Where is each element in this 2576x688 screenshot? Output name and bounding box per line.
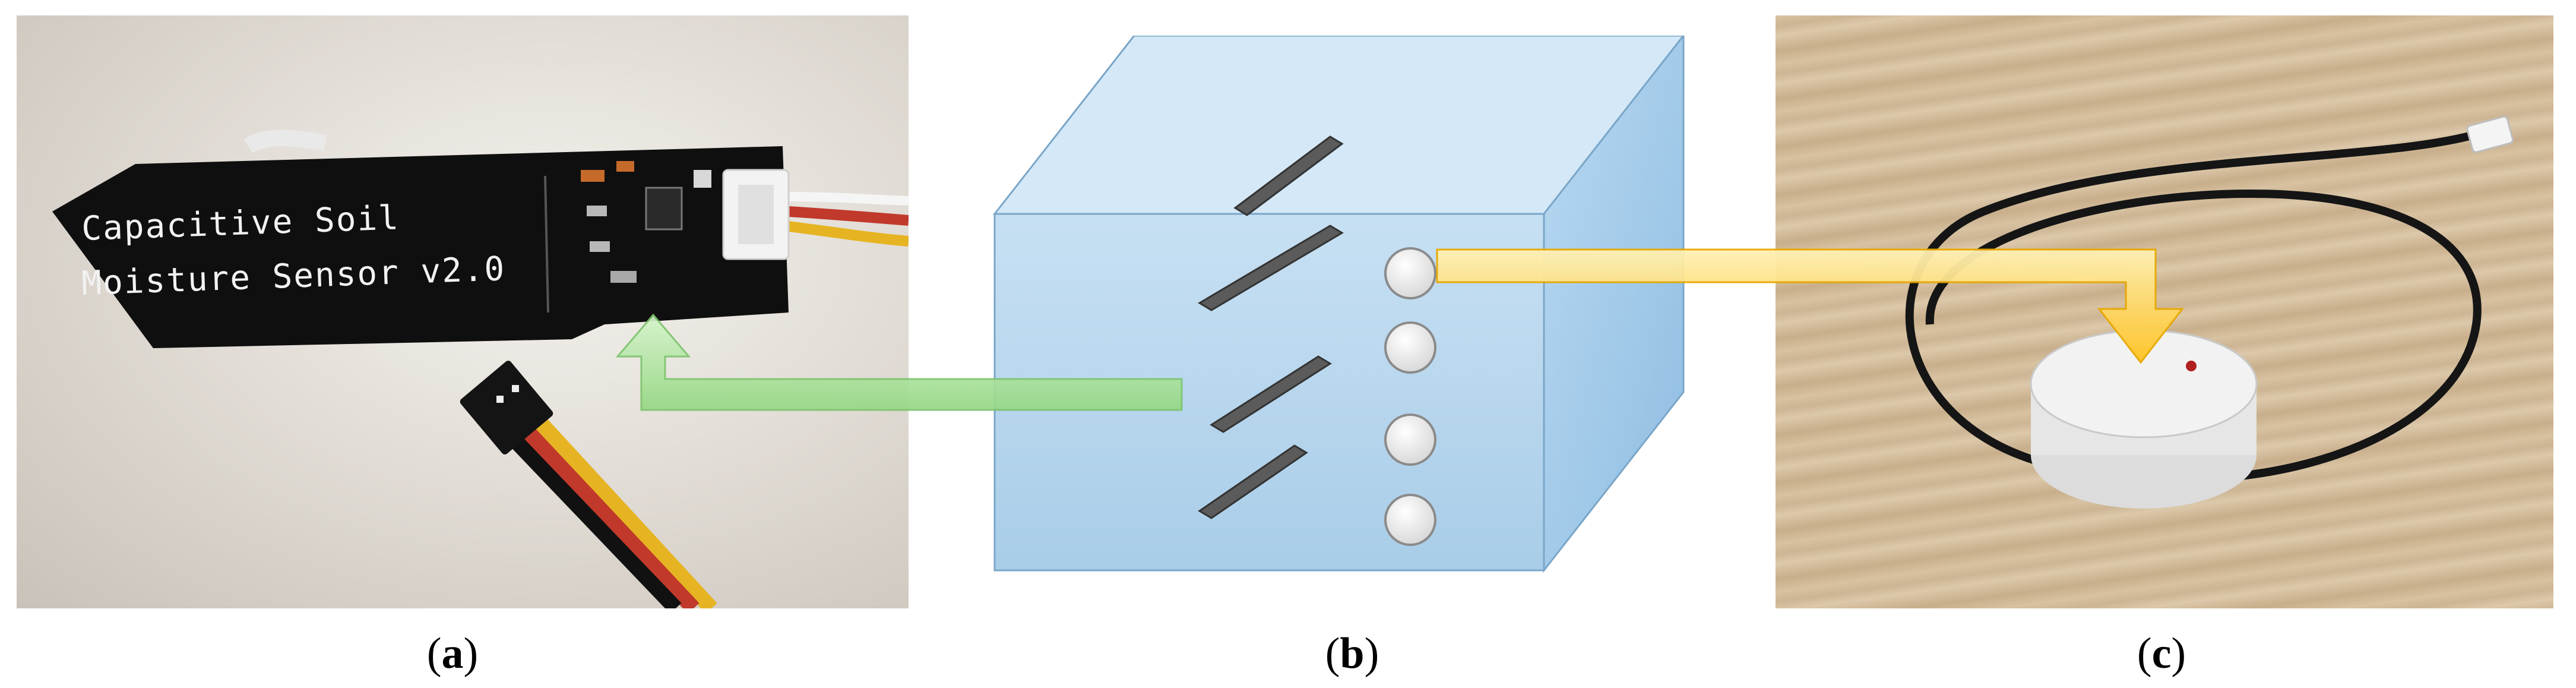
jst-connector-slot: [738, 185, 774, 244]
electrode-plate-4: [1198, 444, 1308, 519]
smd-component: [590, 241, 610, 252]
white-cable: [243, 130, 327, 154]
sensor-cable: [1905, 130, 2482, 484]
cable-connector: [2466, 115, 2514, 153]
sensor-top: [2030, 329, 2258, 438]
sensor-illustration: Capacitive Soil Moisture Sensor v2.0: [52, 130, 909, 608]
photo-capacitive-soil-moisture-sensor: Capacitive Soil Moisture Sensor v2.0: [17, 15, 909, 608]
chip-component: [645, 187, 683, 231]
red-wire: [788, 206, 909, 226]
caption-a: (a): [426, 629, 479, 678]
red-dot-indicator: [2186, 361, 2197, 371]
smd-component: [610, 271, 637, 283]
white-wire: [788, 192, 909, 206]
cube-diagram: [992, 36, 1685, 573]
disc-sensor-2: [1384, 321, 1436, 374]
yellow-wire: [787, 221, 909, 247]
electrode-plate-2: [1198, 225, 1344, 311]
smd-component: [616, 161, 634, 172]
electrode-plate-3: [1210, 355, 1332, 433]
smd-component: [587, 206, 607, 216]
photo-round-sensor-with-cable: [1776, 15, 2553, 608]
pcb-board: [52, 146, 789, 348]
smd-component: [694, 170, 711, 188]
round-sensor-illustration: [1905, 115, 2514, 509]
electrode-plate-1: [1233, 135, 1344, 216]
caption-b: (b): [1325, 629, 1379, 678]
caption-c: (c): [2137, 629, 2186, 678]
mounting-hole: [61, 244, 80, 263]
disc-sensor-3: [1384, 414, 1436, 466]
dupont-cable: [460, 361, 717, 608]
disc-sensor-4: [1384, 494, 1436, 546]
disc-sensor-1: [1384, 247, 1436, 299]
schematic-sensor-cube: [974, 36, 1716, 608]
pcb-divider-line: [544, 175, 549, 313]
smd-component: [581, 170, 605, 182]
